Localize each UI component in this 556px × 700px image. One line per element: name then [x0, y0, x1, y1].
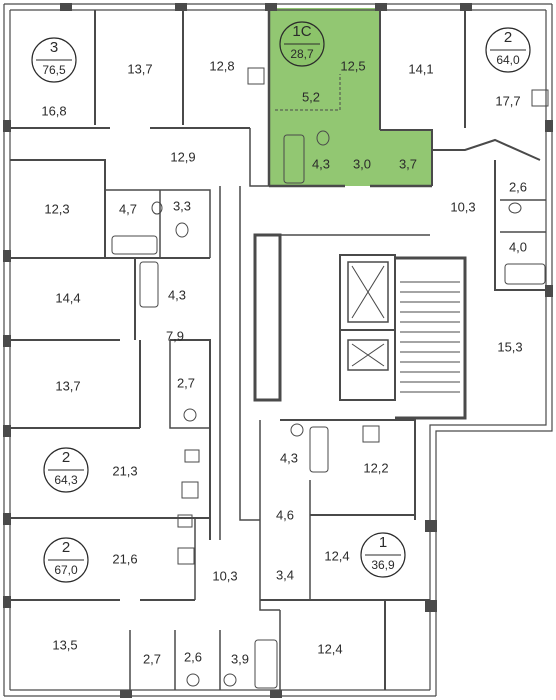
apartment-total-area: 67,0: [54, 563, 78, 577]
room-area: 13,7: [55, 378, 80, 393]
apartment-type: 1: [379, 534, 387, 551]
room-area: 7,9: [166, 328, 184, 343]
apartment-type: 2: [504, 29, 512, 46]
apartment-type: 2: [62, 449, 70, 466]
room-area: 12,4: [324, 548, 349, 563]
room-area: 3,3: [173, 198, 191, 213]
room-area: 3,0: [353, 156, 371, 171]
room-area: 12,9: [170, 149, 195, 164]
room-area: 3,9: [231, 651, 249, 666]
room-area: 5,2: [302, 89, 320, 104]
room-area: 4,0: [509, 239, 527, 254]
apartment-total-area: 36,9: [371, 558, 395, 572]
core-elements: [347, 261, 460, 393]
room-area: 12,8: [209, 58, 234, 73]
room-area: 3,4: [276, 567, 294, 582]
room-area: 4,3: [312, 156, 330, 171]
room-area: 21,3: [112, 463, 137, 478]
room-area: 14,1: [408, 61, 433, 76]
room-area: 2,6: [509, 179, 527, 194]
room-area: 17,7: [495, 93, 520, 108]
apartment-total-area: 76,5: [42, 63, 66, 77]
room-area: 13,5: [52, 637, 77, 652]
room-area: 2,7: [143, 651, 161, 666]
walls: [3, 3, 553, 697]
apartment-badge-1-36-9[interactable]: 1 36,9: [360, 532, 406, 578]
apartment-type: 1С: [292, 23, 311, 40]
room-area: 12,4: [317, 641, 342, 656]
room-area: 2,6: [184, 649, 202, 664]
room-area: 2,7: [177, 375, 195, 390]
room-area: 3,7: [399, 156, 417, 171]
room-area: 15,3: [497, 339, 522, 354]
apartment-badge-2-64-0[interactable]: 2 64,0: [485, 27, 531, 73]
apartment-total-area: 28,7: [290, 47, 314, 61]
room-area: 12,5: [340, 58, 365, 73]
apartment-total-area: 64,0: [496, 53, 520, 67]
room-area: 21,6: [112, 551, 137, 566]
room-area: 4,7: [119, 201, 137, 216]
room-area: 13,7: [127, 61, 152, 76]
room-area: 10,3: [450, 199, 475, 214]
apartment-badge-2-64-3[interactable]: 2 64,3: [43, 447, 89, 493]
apartment-badge-1c-28-7[interactable]: 1С 28,7: [279, 21, 325, 67]
room-area: 16,8: [41, 103, 66, 118]
room-area: 4,6: [276, 507, 294, 522]
room-labels: 16,8 13,7 12,8 12,5 5,2 4,3 3,0 3,7 14,1…: [41, 58, 527, 666]
room-area: 4,3: [280, 450, 298, 465]
apartment-type: 2: [62, 539, 70, 556]
fixtures: [111, 67, 549, 689]
apartment-total-area: 64,3: [54, 473, 78, 487]
windows: [3, 3, 553, 698]
room-area: 12,2: [363, 460, 388, 475]
apartment-badge-2-67-0[interactable]: 2 67,0: [43, 537, 89, 583]
apartment-type: 3: [50, 39, 58, 56]
apartment-badge-3-76-5[interactable]: 3 76,5: [31, 37, 77, 83]
room-area: 10,3: [212, 568, 237, 583]
room-area: 12,3: [44, 201, 69, 216]
room-area: 4,3: [168, 287, 186, 302]
room-area: 14,4: [55, 290, 80, 305]
